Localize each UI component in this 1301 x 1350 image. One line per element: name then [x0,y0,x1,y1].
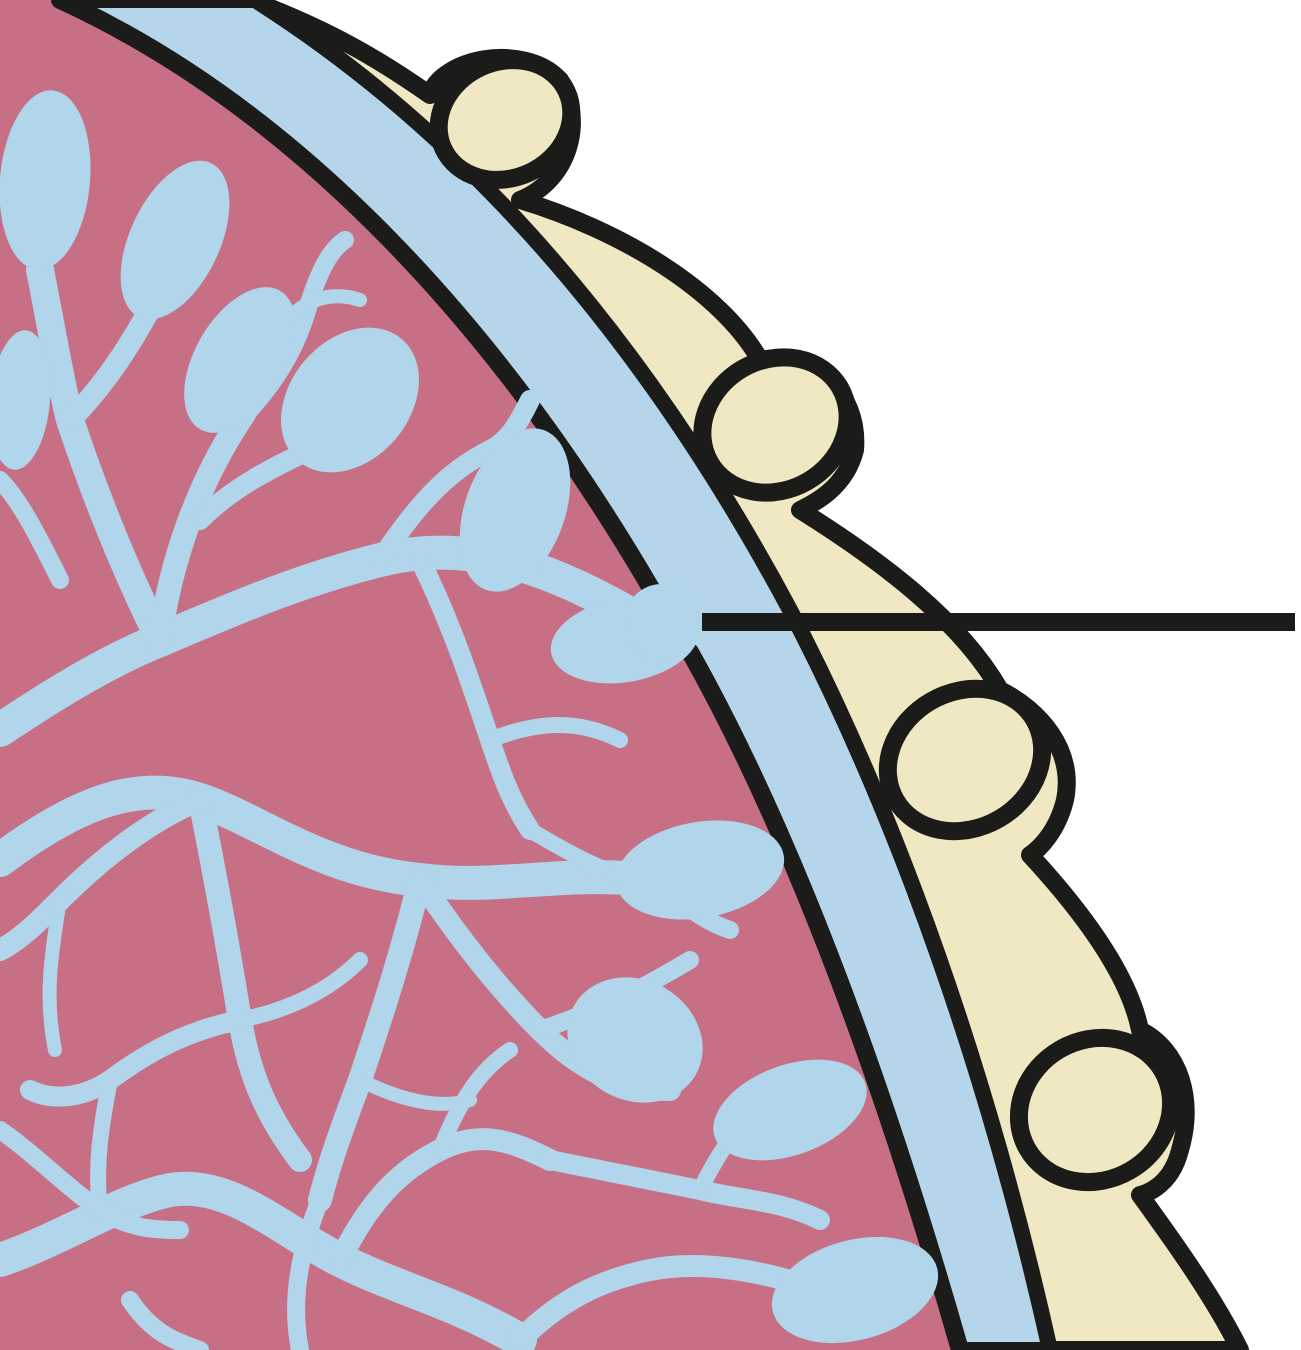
pointer-anchor [624,584,700,660]
